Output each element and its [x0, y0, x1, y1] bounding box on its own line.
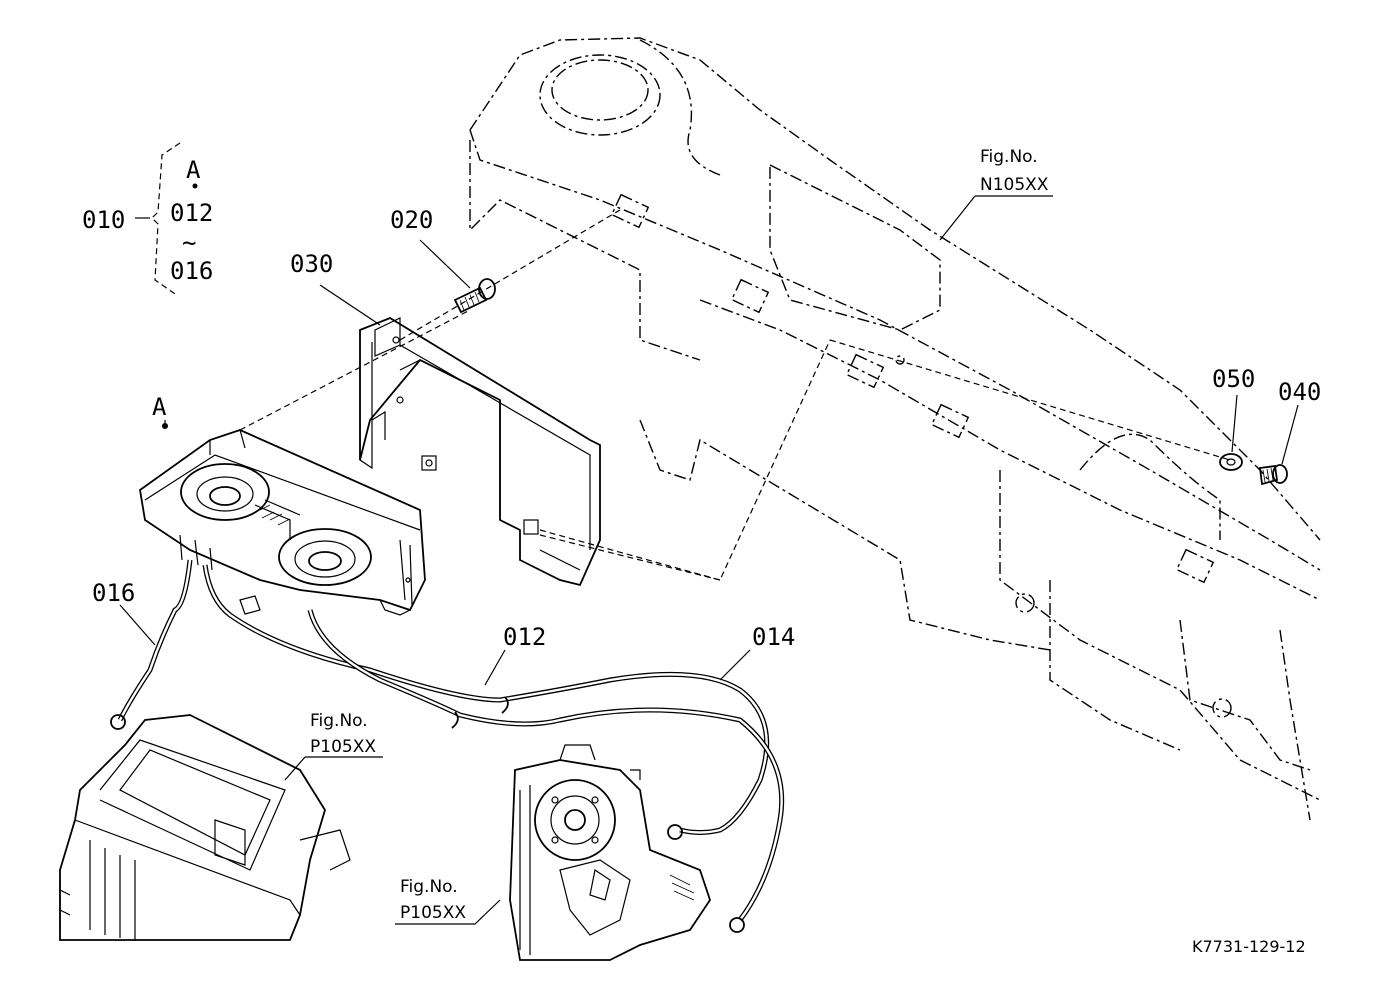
callout-016-range: 016 [170, 257, 213, 285]
leader-040 [1281, 404, 1299, 465]
terminal-014 [729, 917, 745, 933]
callout-030: 030 [290, 250, 333, 278]
leader-fig-p-left [284, 756, 383, 781]
leader-030 [319, 284, 381, 326]
callout-012-range: 012 [170, 199, 213, 227]
callout-012: 012 [503, 623, 546, 651]
cable-clip-1 [451, 711, 459, 729]
heater-box [59, 714, 351, 941]
screw-020 [453, 278, 496, 314]
leader-fig-n [939, 195, 1053, 241]
cable-016 [110, 559, 193, 730]
mount-line-5 [539, 534, 721, 581]
cover-bracket-030 [359, 316, 601, 587]
leader-050 [1231, 394, 1238, 453]
mount-line-4 [829, 339, 1231, 461]
washer-050 [1219, 453, 1243, 471]
callout-020: 020 [390, 206, 433, 234]
callout-050: 050 [1212, 365, 1255, 393]
point-a-unit [162, 423, 168, 429]
callout-a-top: A [186, 156, 201, 184]
callout-040: 040 [1278, 378, 1321, 406]
drawing-code: K7731-129-12 [1192, 937, 1306, 956]
bolt-040 [1258, 464, 1288, 486]
control-unit-a [139, 429, 426, 616]
fig-ref-n-line1: Fig.No. [980, 147, 1038, 167]
cable-014 [307, 609, 785, 933]
cable-clip-2 [501, 696, 509, 714]
fig-ref-p-left-line1: Fig.No. [310, 711, 368, 731]
fig-ref-p-left-line2: P105XX [310, 737, 376, 757]
fig-ref-n-line2: N105XX [980, 175, 1049, 195]
dashboard-panel [469, 37, 1321, 821]
terminal-016 [110, 714, 126, 730]
mount-line-3 [539, 339, 831, 581]
callout-a-unit: A [152, 393, 167, 421]
cable-012 [202, 564, 770, 840]
callout-014: 014 [752, 623, 795, 651]
leader-016 [119, 604, 156, 646]
leader-020 [419, 239, 471, 289]
terminal-012 [667, 824, 683, 840]
callout-010: 010 [82, 206, 125, 234]
leader-014 [719, 649, 751, 681]
fig-ref-p-bottom-line2: P105XX [400, 903, 466, 923]
callout-016: 016 [92, 579, 135, 607]
blower-assembly [509, 744, 711, 961]
mount-line-1 [239, 309, 471, 431]
set-bracket-010 [135, 142, 198, 297]
mount-line-2 [399, 209, 621, 341]
leader-fig-p-bottom [395, 899, 501, 925]
fig-ref-p-bottom-line1: Fig.No. [400, 877, 458, 897]
range-mark: ~ [182, 229, 196, 257]
dot-a-top [192, 183, 198, 189]
leader-012 [484, 649, 506, 686]
